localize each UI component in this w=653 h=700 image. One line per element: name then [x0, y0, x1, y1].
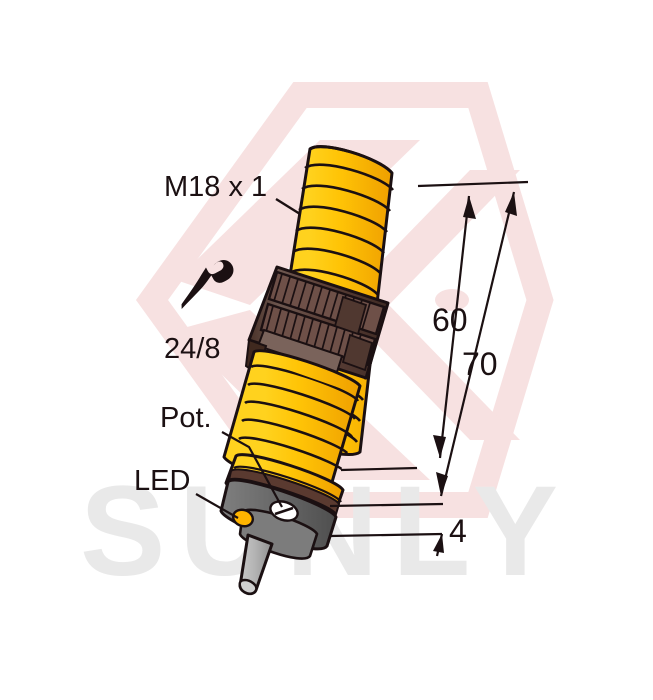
annotation-layer: M18 x 1 24/8 Pot. LED: [134, 171, 301, 519]
ext-line-face: [329, 532, 443, 538]
dimension-60-label: 60: [432, 302, 468, 338]
pot-leader: [221, 431, 283, 508]
pot-label: Pot.: [160, 402, 212, 434]
ext-line-60-end: [340, 466, 418, 472]
open-end-wrench-icon: [181, 260, 234, 309]
dimension-4-label: 4: [449, 513, 467, 549]
dimension-60-arrow: [433, 195, 476, 459]
thread-spec-label: M18 x 1: [164, 171, 267, 203]
potentiometer-screw: [269, 500, 299, 522]
led-leader: [195, 493, 239, 519]
ext-line-top: [417, 180, 529, 188]
output-cable: [238, 533, 274, 596]
thread-spec-leader: [275, 197, 301, 216]
sensing-face-endcap: [219, 468, 341, 560]
dimension-4-arrow: [433, 533, 444, 557]
ext-line-70-end: [329, 502, 444, 508]
sensor-illustration: [219, 145, 395, 596]
wrench-size-label: 24/8: [164, 333, 220, 365]
led-label: LED: [134, 465, 190, 497]
knurled-nut-assembly: [244, 265, 390, 380]
dimension-layer: 60 70 4: [329, 180, 529, 557]
dimension-70-label: 70: [462, 346, 498, 382]
dimension-70-arrow: [436, 191, 517, 497]
